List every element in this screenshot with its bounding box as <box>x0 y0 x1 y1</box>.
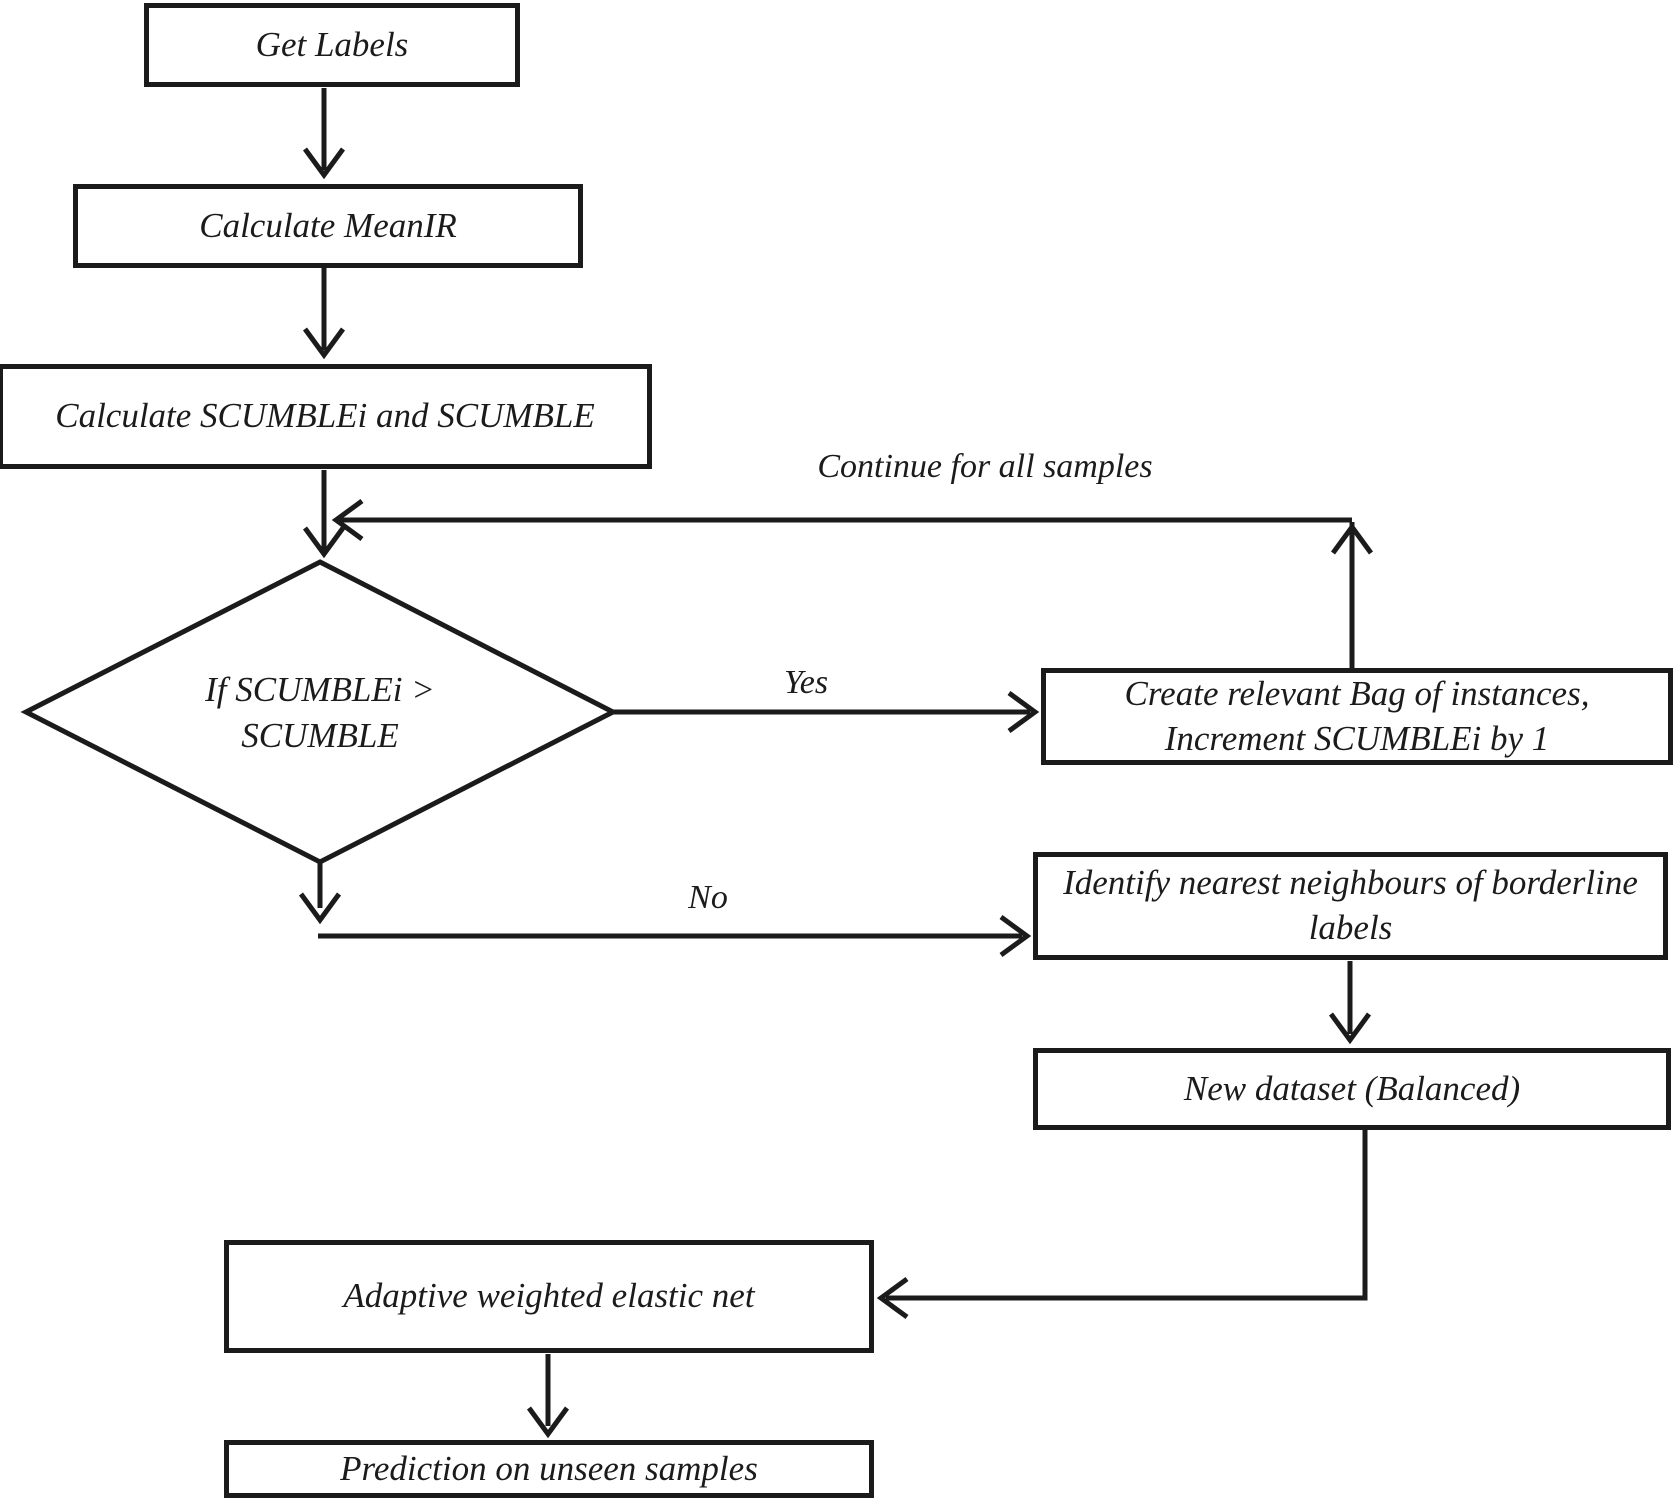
arrowhead-down-scumble <box>302 327 346 360</box>
node-create-bag: Create relevant Bag of instances, Increm… <box>1041 668 1673 765</box>
edge-label-yes: Yes <box>783 664 829 701</box>
node-decision-label: If SCUMBLEi > SCUMBLE <box>70 667 570 758</box>
node-get-labels-label: Get Labels <box>255 24 409 64</box>
arrowhead-down-newdataset <box>1328 1012 1372 1045</box>
decision-line-2: SCUMBLE <box>241 715 399 755</box>
arrowhead-down-decision <box>302 526 346 559</box>
node-adaptive-elastic-net: Adaptive weighted elastic net <box>224 1240 874 1353</box>
arrowhead-right-yes <box>1007 690 1040 734</box>
node-prediction-label: Prediction on unseen samples <box>340 1448 758 1488</box>
arrowhead-down-prediction <box>526 1406 570 1439</box>
arrowhead-down-no <box>298 892 342 925</box>
arrowhead-right-no <box>999 914 1032 958</box>
node-adaptive-elastic-net-label: Adaptive weighted elastic net <box>343 1276 755 1316</box>
identify-line-2: labels <box>1308 908 1393 947</box>
node-calculate-scumble-label: Calculate SCUMBLEi and SCUMBLE <box>55 396 595 436</box>
node-new-dataset-label: New dataset (Balanced) <box>1183 1068 1521 1108</box>
node-get-labels: Get Labels <box>144 3 520 87</box>
create-bag-line-2: Increment SCUMBLEi by 1 <box>1164 718 1550 758</box>
arrowhead-down-meanir <box>302 147 346 180</box>
create-bag-line-1: Create relevant Bag of instances, <box>1124 673 1590 713</box>
arrowhead-left-loop <box>331 498 364 542</box>
arrowhead-left-adaptive <box>876 1276 909 1320</box>
identify-line-1: Identify nearest neighbours of borderlin… <box>1063 863 1638 903</box>
node-calculate-meanir-label: Calculate MeanIR <box>199 205 457 245</box>
decision-line-1: If SCUMBLEi > <box>205 670 435 709</box>
edge-newdataset-to-adaptive <box>886 1130 1368 1301</box>
node-new-dataset: New dataset (Balanced) <box>1033 1048 1671 1130</box>
node-calculate-meanir: Calculate MeanIR <box>73 184 583 268</box>
decision-diamond-shape <box>20 559 619 865</box>
node-prediction: Prediction on unseen samples <box>224 1440 874 1498</box>
edge-label-no: No <box>688 879 728 916</box>
node-identify-neighbours: Identify nearest neighbours of borderlin… <box>1033 852 1668 960</box>
arrowhead-up-loop <box>1330 522 1374 555</box>
edge-label-continue: Continue for all samples <box>817 448 1153 485</box>
node-calculate-scumble: Calculate SCUMBLEi and SCUMBLE <box>0 364 652 469</box>
